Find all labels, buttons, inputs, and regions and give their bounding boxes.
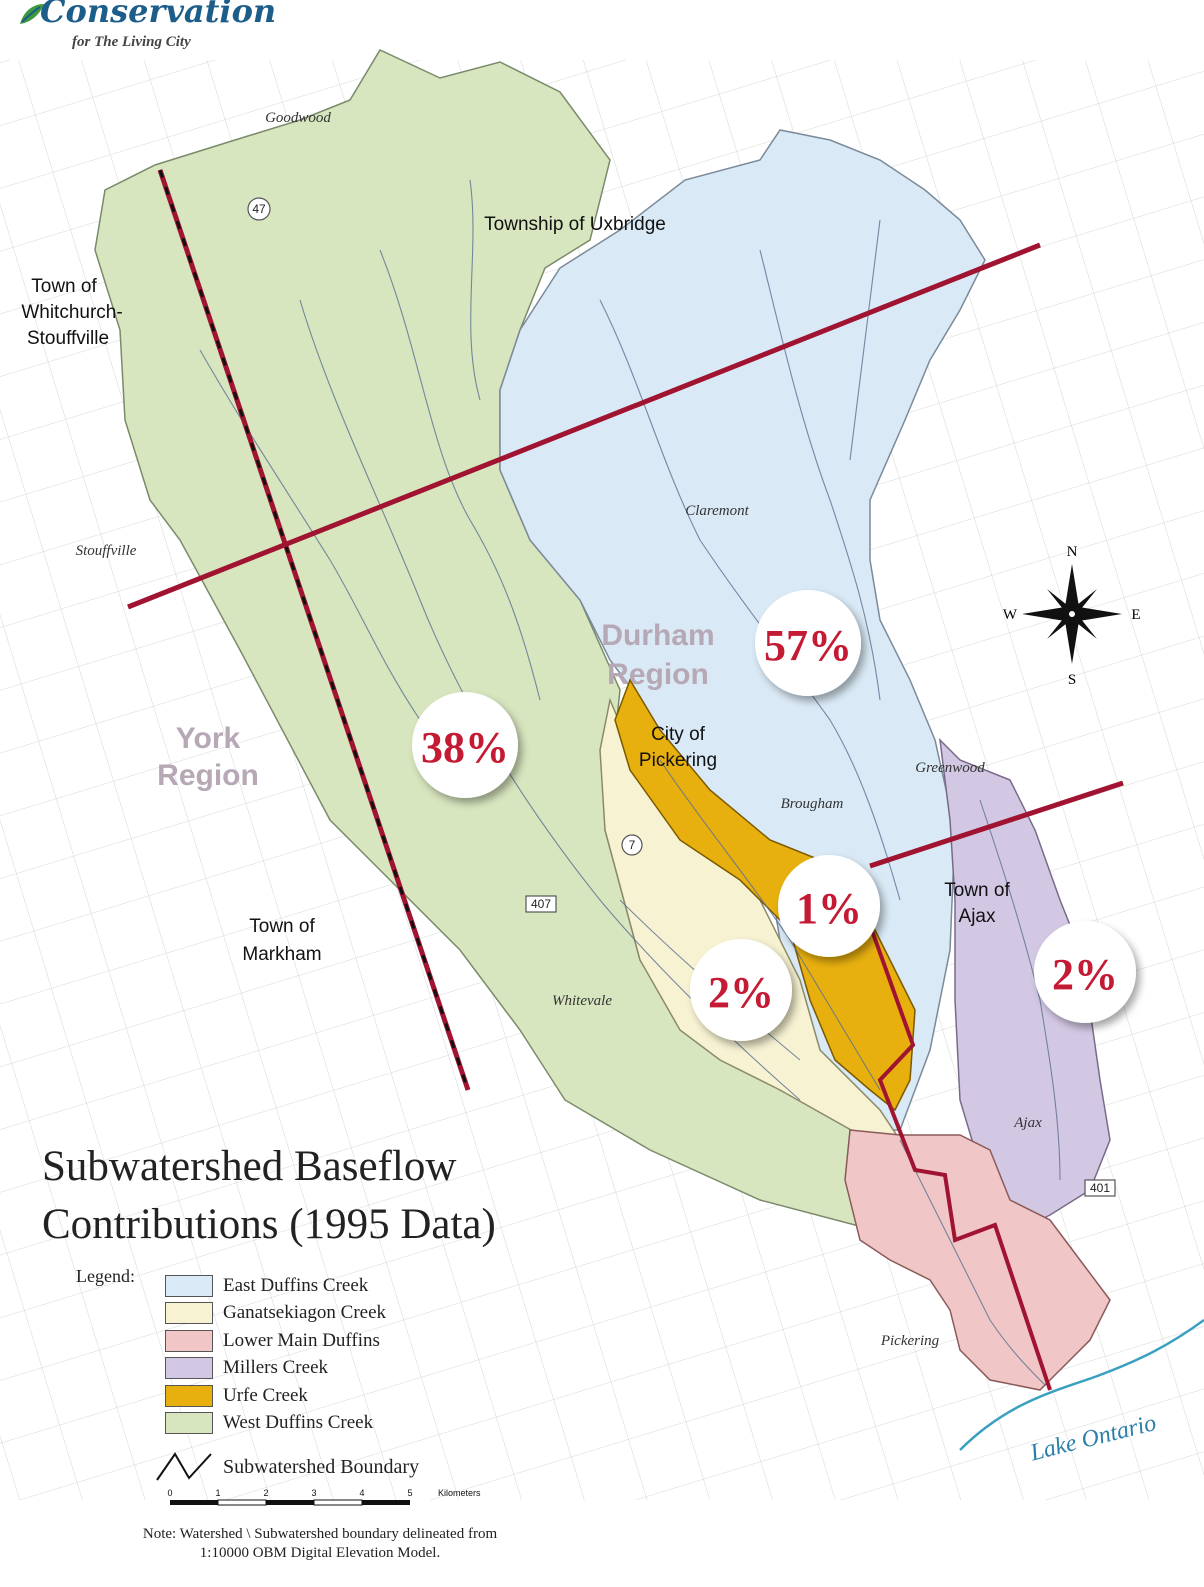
- whitchurch-label-2: Whitchurch-: [21, 302, 122, 323]
- east-percentage-bubble: 57%: [755, 590, 861, 696]
- pickering-town-label: Pickering: [880, 1333, 940, 1349]
- title-line-2: Contributions (1995 Data): [42, 1201, 496, 1248]
- markham-label-2: Markham: [242, 944, 321, 965]
- svg-text:57%: 57%: [764, 621, 852, 670]
- note-line-2: 1:10000 OBM Digital Elevation Model.: [199, 1545, 441, 1561]
- legend-text: Ganatsekiagon Creek: [223, 1302, 387, 1324]
- highway-shields: 47 7 407 401: [247, 197, 1116, 1197]
- compass-rose-icon: N S E W: [1003, 544, 1141, 688]
- source-note: Note: Watershed \ Subwatershed boundary …: [60, 1525, 580, 1563]
- claremont-label: Claremont: [685, 503, 749, 519]
- boundary-legend-text: Subwatershed Boundary: [223, 1455, 420, 1478]
- scale-tick-0: 0: [167, 1488, 172, 1498]
- logo-name: Conservation: [40, 0, 277, 30]
- legend-swatch-urfe: [165, 1384, 213, 1407]
- ajax-label-1: Town of: [944, 880, 1010, 901]
- legend-item: Millers Creek: [165, 1355, 386, 1383]
- durham-region-label-1: Durham: [601, 619, 714, 652]
- red-boundary-lines: [127, 169, 1124, 1391]
- compass-n: N: [1067, 544, 1078, 560]
- streams: [199, 179, 1061, 1386]
- legend-item: Ganatsekiagon Creek: [165, 1300, 386, 1328]
- legend: East Duffins Creek Ganatsekiagon Creek L…: [165, 1272, 386, 1437]
- durham-region-label-2: Region: [607, 658, 709, 691]
- logo-tagline: for The Living City: [72, 34, 191, 50]
- highway-7-shield: 7: [621, 834, 643, 856]
- highway-407-shield: 407: [525, 895, 557, 913]
- whitevale-label: Whitevale: [552, 993, 612, 1009]
- legend-item: West Duffins Creek: [165, 1410, 386, 1438]
- ajax-town-label: Ajax: [1013, 1115, 1042, 1131]
- scale-tick-2: 2: [263, 1488, 268, 1498]
- scale-tick-3: 3: [311, 1488, 316, 1498]
- legend-text: West Duffins Creek: [223, 1412, 374, 1434]
- legend-swatch-millers: [165, 1357, 213, 1380]
- urfe-creek-area: [614, 678, 916, 1112]
- uxbridge-label: Township of Uxbridge: [484, 214, 666, 235]
- svg-text:2%: 2%: [708, 968, 774, 1017]
- york-region-label-2: Region: [157, 759, 259, 792]
- ajax-label-2: Ajax: [959, 906, 996, 927]
- svg-text:38%: 38%: [421, 723, 509, 772]
- legend-swatch-west: [165, 1412, 213, 1435]
- svg-text:1%: 1%: [796, 884, 862, 933]
- legend-item: East Duffins Creek: [165, 1272, 386, 1300]
- svg-text:401: 401: [1090, 1181, 1110, 1195]
- whitchurch-label-1: Town of: [31, 276, 97, 297]
- highway-47-shield: 47: [247, 197, 271, 221]
- urfe-percentage-bubble: 1%: [778, 855, 880, 957]
- boundary-line-icon: [156, 1452, 212, 1481]
- compass-e: E: [1131, 607, 1140, 623]
- markham-label-1: Town of: [249, 916, 315, 937]
- west-percentage-bubble: 38%: [412, 692, 518, 798]
- goodwood-label: Goodwood: [265, 110, 331, 126]
- legend-text: East Duffins Creek: [223, 1274, 369, 1296]
- legend-item: Urfe Creek: [165, 1382, 386, 1410]
- legend-text: Lower Main Duffins: [223, 1329, 380, 1351]
- leaf-logo-icon: [20, 4, 44, 24]
- legend-swatch-lower-main: [165, 1329, 213, 1352]
- svg-text:47: 47: [252, 202, 266, 216]
- whitchurch-label-3: Stouffville: [27, 328, 109, 349]
- legend-label: Legend:: [76, 1266, 135, 1286]
- legend-text: Millers Creek: [223, 1357, 329, 1379]
- scale-unit: Kilometers: [438, 1488, 481, 1498]
- legend-item: Lower Main Duffins: [165, 1327, 386, 1355]
- title-line-1: Subwatershed Baseflow: [42, 1143, 457, 1190]
- brougham-label: Brougham: [781, 796, 844, 812]
- compass-s: S: [1068, 672, 1076, 688]
- highway-401-shield: 401: [1084, 1179, 1116, 1197]
- svg-text:407: 407: [531, 897, 551, 911]
- ganatsekiagon-percentage-bubble: 2%: [690, 939, 792, 1041]
- boundary-legend-item: Subwatershed Boundary: [155, 1450, 419, 1484]
- millers-percentage-bubble: 2%: [1034, 921, 1136, 1023]
- compass-w: W: [1003, 607, 1018, 623]
- scale-tick-1: 1: [215, 1488, 220, 1498]
- svg-text:7: 7: [629, 838, 636, 852]
- scale-bar: 0 1 2 3 4 5 Kilometers: [167, 1488, 481, 1506]
- legend-swatch-ganatsekiagon: [165, 1302, 213, 1325]
- pickering-city-label-1: City of: [651, 724, 706, 745]
- legend-text: Urfe Creek: [223, 1384, 308, 1406]
- greenwood-label: Greenwood: [915, 760, 985, 776]
- lake-shoreline: [959, 1318, 1204, 1451]
- map-title: Subwatershed Baseflow Contributions (199…: [42, 1138, 496, 1254]
- pickering-city-label-2: Pickering: [639, 750, 717, 771]
- legend-swatch-east: [165, 1274, 213, 1297]
- lower-main-duffins-area: [844, 1129, 1111, 1391]
- stouffville-label: Stouffville: [76, 543, 137, 559]
- scale-tick-5: 5: [407, 1488, 412, 1498]
- scale-tick-4: 4: [359, 1488, 364, 1498]
- svg-text:2%: 2%: [1052, 950, 1118, 999]
- york-region-label-1: York: [176, 722, 241, 755]
- note-line-1: Note: Watershed \ Subwatershed boundary …: [142, 1526, 498, 1542]
